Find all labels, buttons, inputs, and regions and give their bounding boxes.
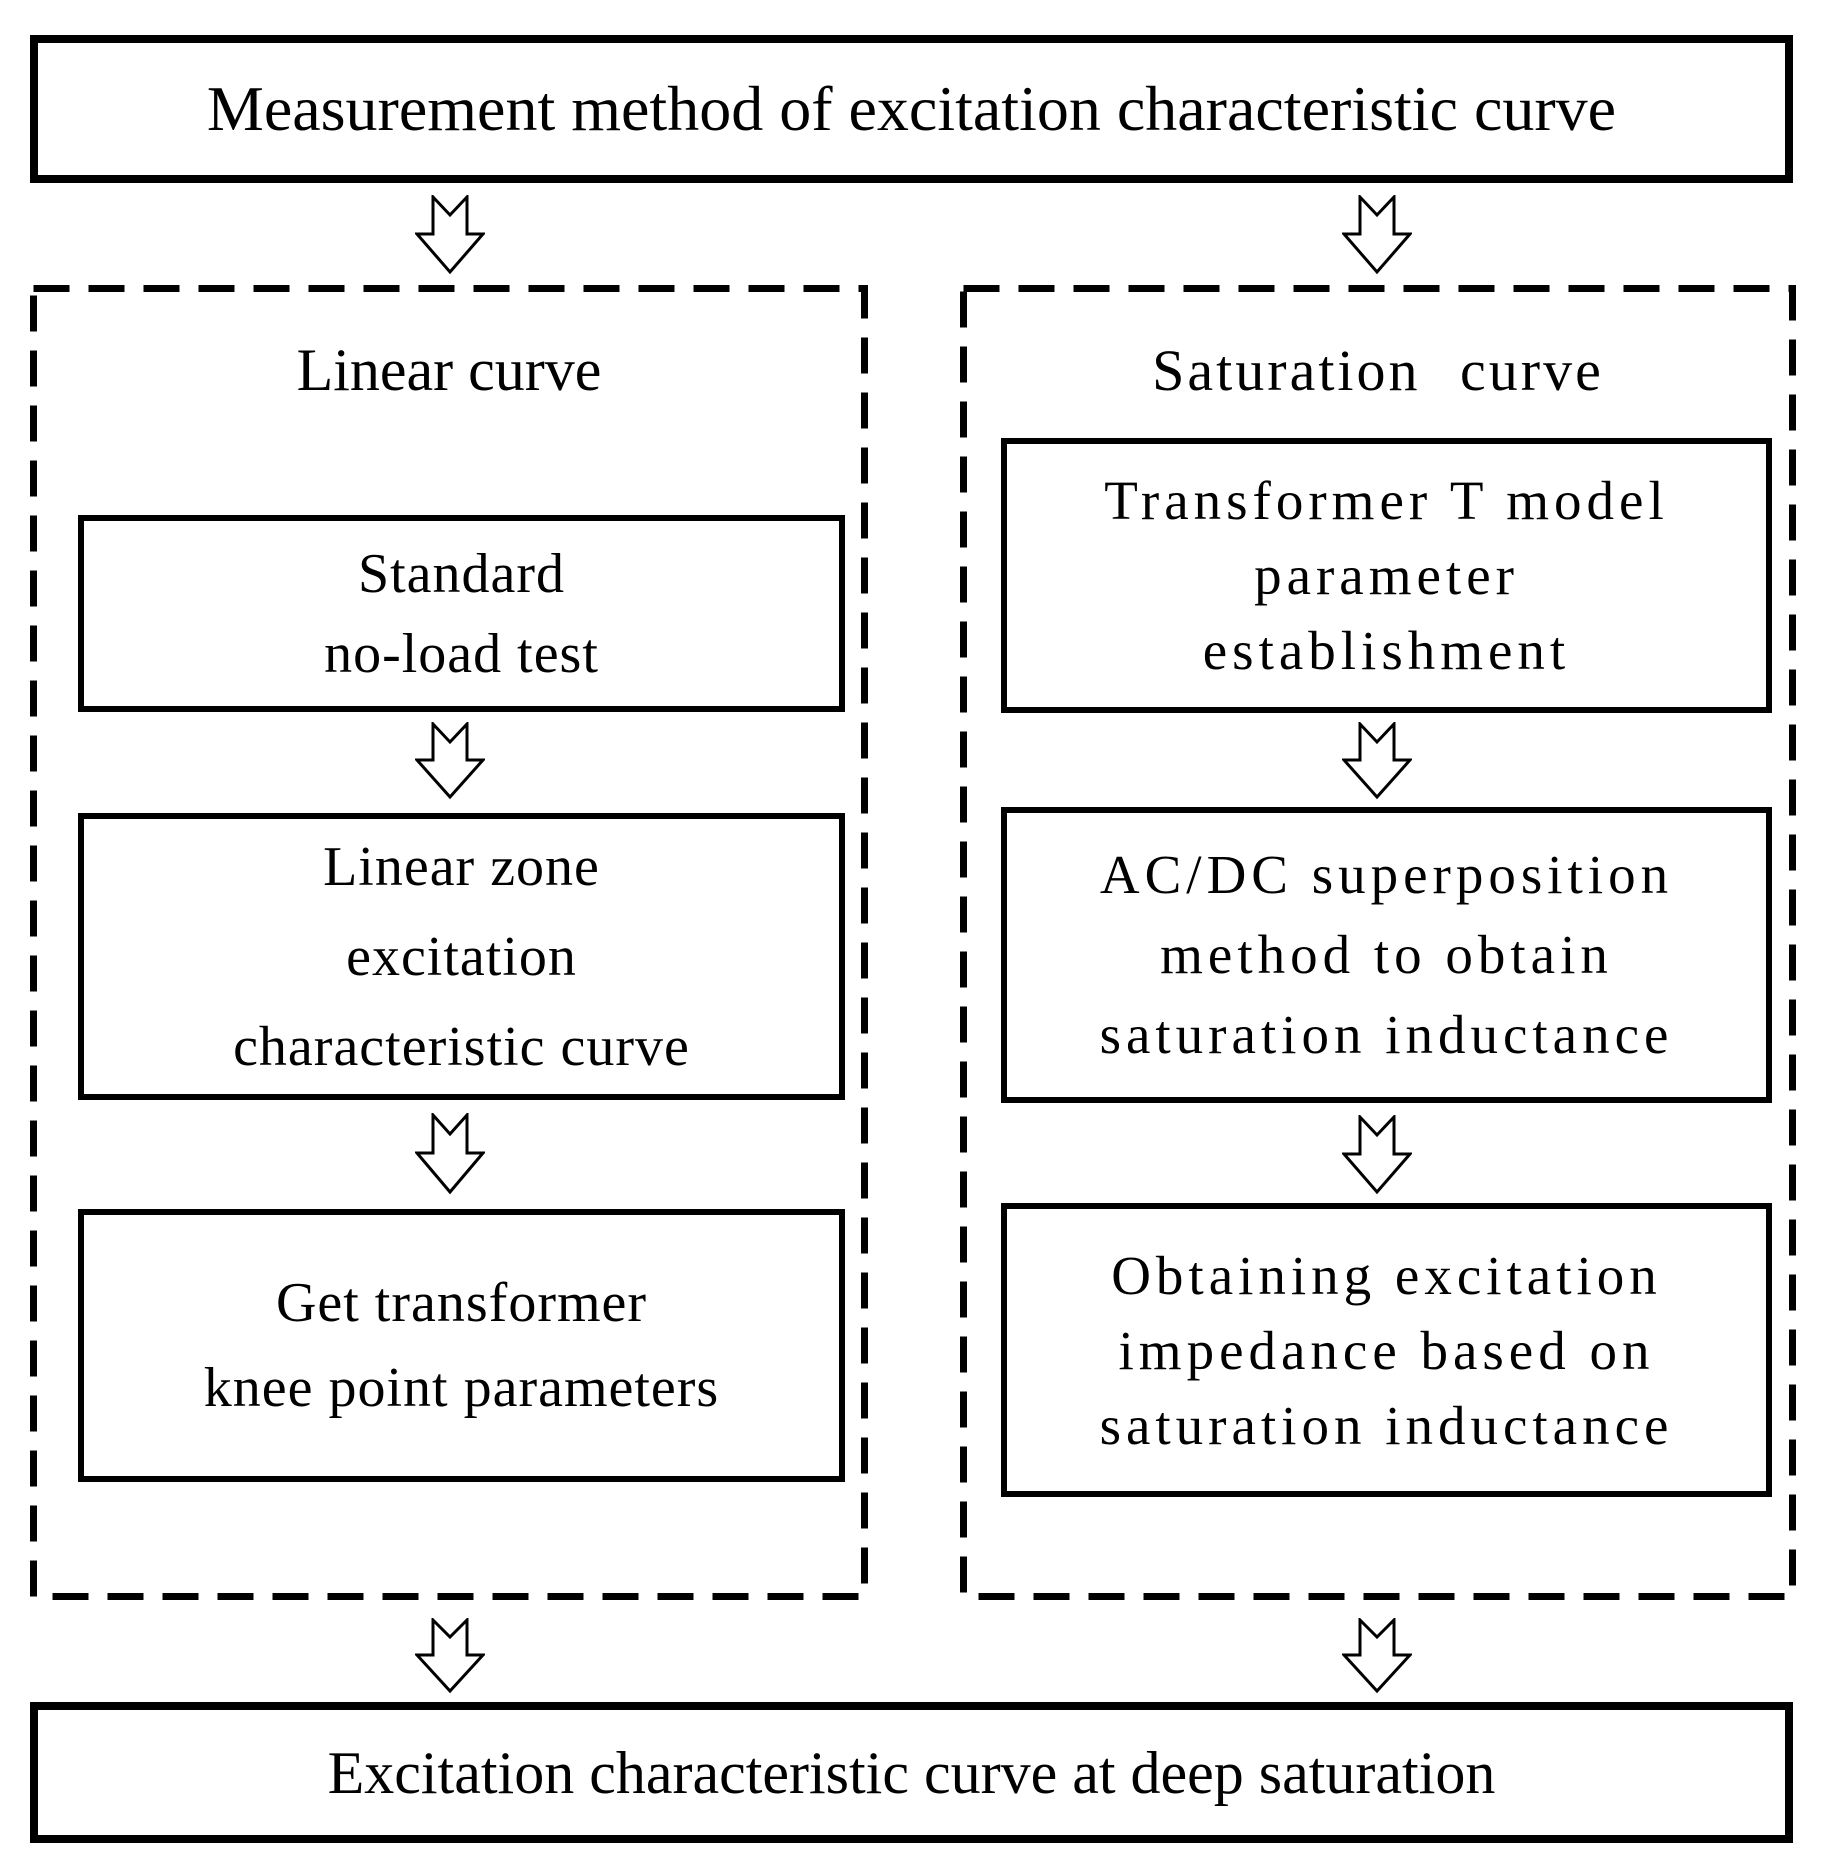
step-line: saturation inductance [1099,1004,1674,1065]
footer-box: Excitation characteristic curve at deep … [30,1702,1793,1843]
step-box: Get transformer knee point parameters [78,1209,845,1482]
step-line: Transformer T model [1104,470,1669,531]
step-line: Linear zone [323,835,600,898]
step-line: no-load test [324,622,599,685]
down-arrow-icon [1342,1115,1412,1195]
saturation-curve-panel: Saturation curve Transformer T model par… [960,285,1796,1600]
header-box: Measurement method of excitation charact… [30,35,1793,183]
step-box: Obtaining excitation impedance based on … [1001,1203,1772,1497]
footer-title: Excitation characteristic curve at deep … [327,1739,1496,1806]
step-line: Get transformer [275,1271,648,1334]
step-line: AC/DC superposition [1099,844,1674,905]
down-arrow-icon [1342,1618,1412,1694]
header-title: Measurement method of excitation charact… [206,72,1617,144]
step-line: characteristic curve [233,1015,690,1078]
step-line: establishment [1202,620,1571,681]
down-arrow-icon [415,1113,485,1195]
step-line: saturation inductance [1099,1394,1674,1456]
dashed-border [960,285,1796,1600]
down-arrow-icon [415,722,485,800]
panel-title-saturation: Saturation curve [1152,338,1604,403]
step-box: Standard no-load test [78,515,845,712]
dashed-border [30,285,868,1600]
step-box: Linear zone excitation characteristic cu… [78,813,845,1100]
panel-title-linear: Linear curve [296,337,602,403]
step-box: AC/DC superposition method to obtain sat… [1001,807,1772,1103]
step-line: excitation [346,925,577,988]
step-line: method to obtain [1160,924,1613,985]
step-box: Transformer T model parameter establishm… [1001,438,1772,713]
step-line: knee point parameters [203,1356,720,1419]
linear-curve-panel: Linear curve Standard no-load test Linea… [30,285,868,1600]
step-line: Obtaining excitation [1111,1244,1662,1306]
down-arrow-icon [1342,195,1412,275]
step-line: impedance based on [1118,1319,1655,1381]
down-arrow-icon [415,195,485,275]
down-arrow-icon [415,1618,485,1694]
down-arrow-icon [1342,722,1412,800]
step-line: parameter [1254,545,1519,606]
step-line: Standard [357,542,566,605]
